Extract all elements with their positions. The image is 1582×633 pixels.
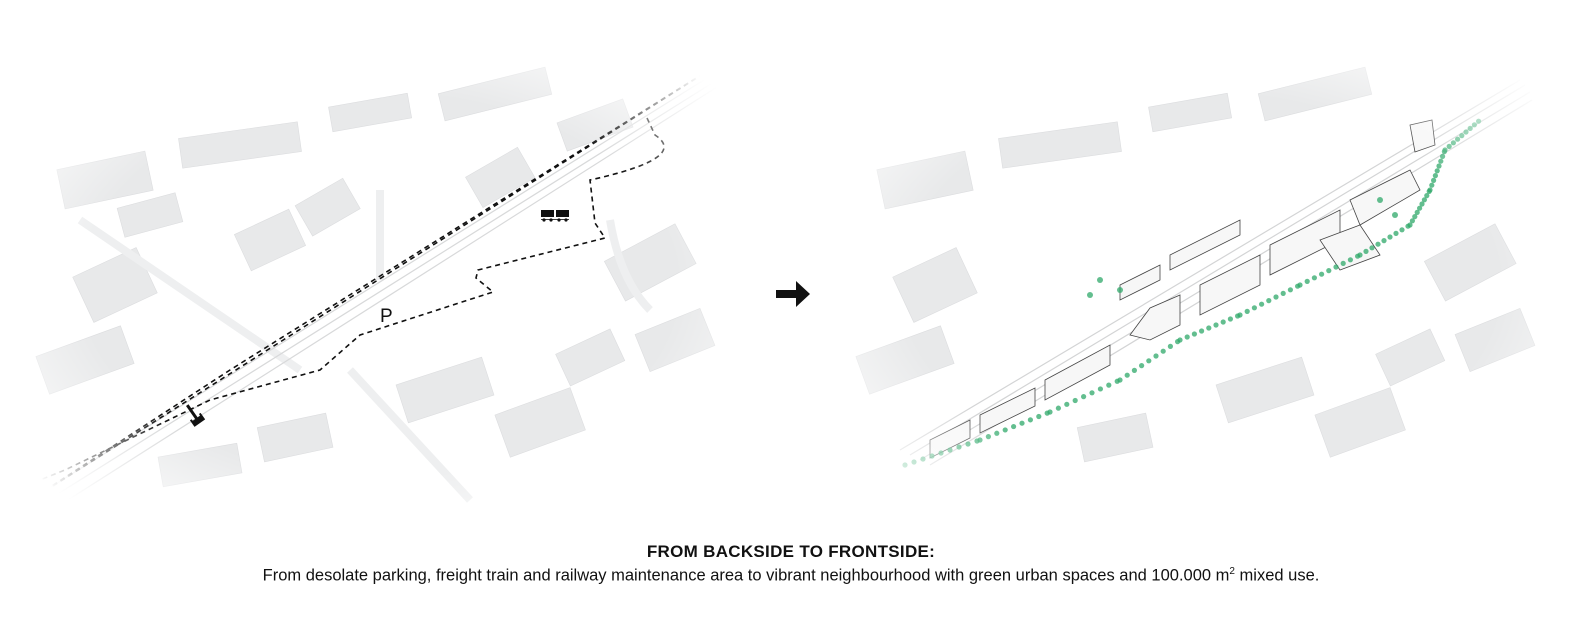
after-map-panel (820, 40, 1582, 530)
caption-title: FROM BACKSIDE TO FRONTSIDE: (646, 542, 936, 561)
caption: FROM BACKSIDE TO FRONTSIDE: From desolat… (0, 542, 1582, 586)
parking-marker: P (380, 306, 393, 327)
before-map-panel: P (0, 40, 760, 530)
freight-train-icon (541, 210, 569, 222)
right-arrow-icon (776, 281, 810, 307)
wrench-icon (186, 404, 206, 427)
unit-superscript: 2 (1229, 566, 1235, 577)
caption-subtitle-text: From desolate parking, freight train and… (262, 566, 1230, 585)
caption-subtitle: From desolate parking, freight train and… (0, 566, 1582, 586)
caption-subtitle-end: mixed use. (1234, 566, 1320, 585)
